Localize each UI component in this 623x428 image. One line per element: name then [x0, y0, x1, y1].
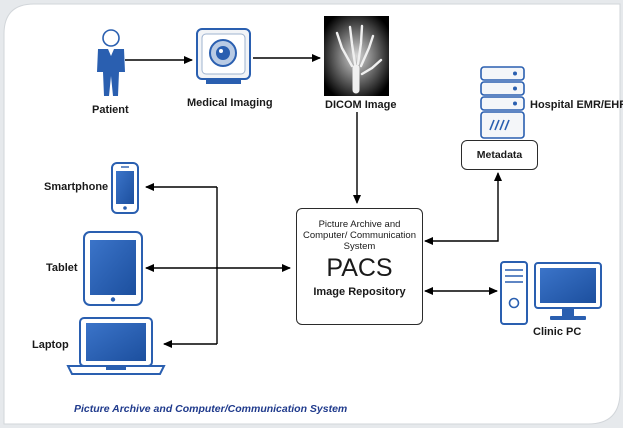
dicom-image-label: DICOM Image	[325, 99, 397, 111]
patient-label: Patient	[92, 104, 129, 116]
tablet-icon	[83, 231, 143, 306]
metadata-box: Metadata	[461, 140, 538, 170]
smartphone-label: Smartphone	[44, 181, 109, 193]
pacs-full-name: Picture Archive and Computer/ Communicat…	[303, 219, 416, 252]
diagram-caption: Picture Archive and Computer/Communicati…	[74, 403, 348, 415]
tablet-label: Tablet	[46, 262, 78, 274]
medical-imaging-icon	[196, 28, 251, 84]
smartphone-icon	[111, 162, 139, 214]
laptop-icon	[66, 317, 166, 375]
clinic-pc-icon	[500, 261, 602, 325]
pacs-subtitle: Image Repository	[313, 286, 406, 298]
metadata-label: Metadata	[476, 149, 523, 161]
laptop-label: Laptop	[32, 339, 69, 351]
medical-imaging-label: Medical Imaging	[187, 97, 273, 109]
hospital-server-icon	[480, 66, 525, 139]
dicom-xray-image	[324, 16, 389, 96]
hospital-emr-label: Hospital EMR/EHR	[530, 99, 623, 111]
pacs-acronym: PACS	[326, 254, 393, 282]
pacs-box: Picture Archive and Computer/ Communicat…	[296, 208, 423, 325]
clinic-pc-label: Clinic PC	[533, 326, 582, 338]
flow-arrows	[125, 54, 502, 348]
patient-icon	[97, 29, 125, 96]
